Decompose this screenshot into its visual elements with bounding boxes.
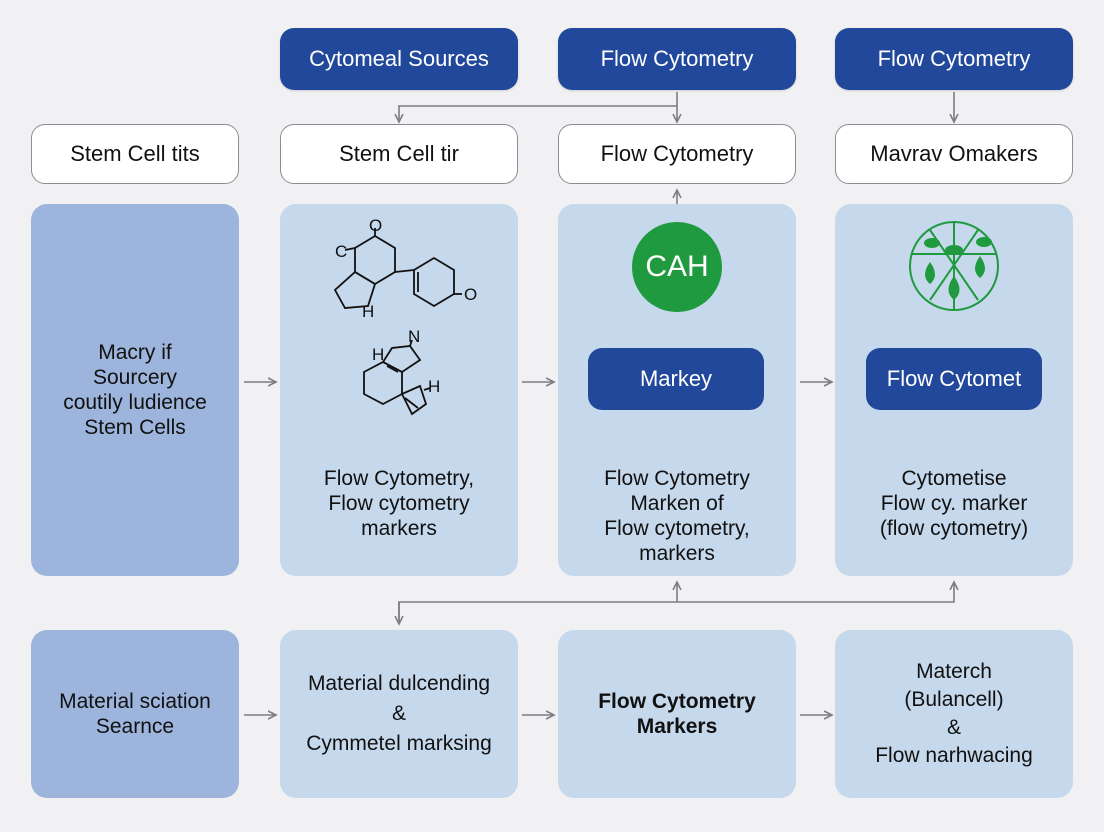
header-pill-flow-cytometry-1[interactable]: Flow Cytometry: [558, 28, 796, 90]
cah-badge: CAH: [632, 222, 722, 312]
row1-box-mavrav-omakers[interactable]: Mavrav Omakers: [835, 124, 1073, 184]
row2-col1-text: Macry if Sourcery coutily ludience Stem …: [63, 341, 207, 439]
connector-header-to-row1: [399, 92, 678, 122]
row3-col4-text: Materch (Bulancell) & Flow narhwacing: [875, 660, 1033, 767]
flow-cytomet-button[interactable]: Flow Cytomet: [866, 348, 1042, 410]
row3-panel-col4: Materch (Bulancell) & Flow narhwacing: [835, 630, 1073, 798]
row2-col2-text: Flow Cytometry, Flow cytometry markers: [323, 467, 475, 540]
row2-col3-text: Flow Cytometry Marken of Flow cytometry,…: [604, 467, 750, 565]
connector-row3-to-row2: [398, 582, 954, 622]
row3-panel-col2: Material dulcending & Cymmetel marksing: [280, 630, 518, 798]
header-pill-flow-cytometry-2[interactable]: Flow Cytometry: [835, 28, 1073, 90]
row3-col1-text: Material sciation Searnce: [59, 690, 211, 738]
markey-button[interactable]: Markey: [588, 348, 764, 410]
row1-box-stem-cell-tits[interactable]: Stem Cell tits: [31, 124, 239, 184]
header-pill-cytomeal-sources[interactable]: Cytomeal Sources: [280, 28, 518, 90]
row3-col3-text: Flow Cytometry Markers: [598, 690, 756, 738]
row3-col2-text: Material dulcending & Cymmetel marksing: [306, 672, 492, 755]
row3-panel-col1: Material sciation Searnce: [31, 630, 239, 798]
row2-panel-col1: Macry if Sourcery coutily ludience Stem …: [31, 204, 239, 576]
row3-panel-col3: Flow Cytometry Markers: [558, 630, 796, 798]
row2-col4-text: Cytometise Flow cy. marker (flow cytomet…: [879, 467, 1029, 540]
row1-box-stem-cell-tir[interactable]: Stem Cell tir: [280, 124, 518, 184]
row1-box-flow-cytometry[interactable]: Flow Cytometry: [558, 124, 796, 184]
